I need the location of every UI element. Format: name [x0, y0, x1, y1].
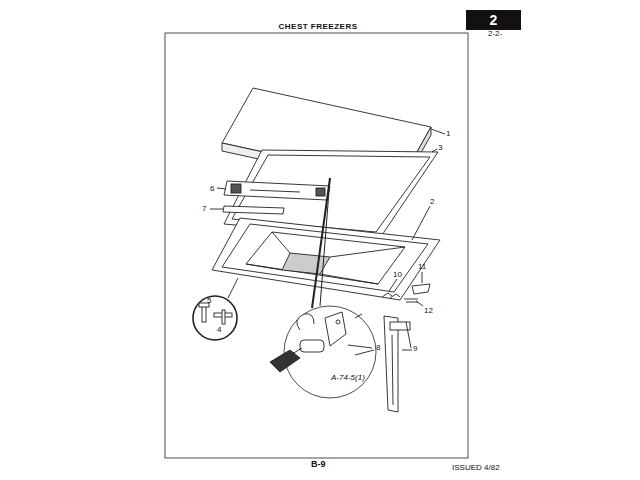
section-number: 2 [490, 12, 498, 28]
callout-number: 3 [438, 144, 442, 152]
callout-number: 2 [430, 198, 434, 206]
page-reference: 2-2- [488, 30, 502, 38]
callout-number: 5 [207, 297, 211, 305]
section-tab: 2 [466, 10, 521, 30]
issue-date: ISSUED 4/82 [452, 464, 500, 472]
callout-number: 8 [376, 344, 380, 352]
callout-number: 6 [210, 185, 214, 193]
callout-number: 7 [202, 205, 206, 213]
callout-number: 4 [217, 326, 221, 334]
drawing-reference: A-74-5(1) [331, 374, 365, 382]
page-number: B-9 [311, 460, 326, 469]
callout-number: 10 [393, 271, 402, 279]
page-title: CHEST FREEZERS [278, 22, 357, 31]
callout-number: 1 [446, 130, 450, 138]
callout-number: 9 [413, 345, 417, 353]
callout-number: 12 [424, 307, 433, 315]
callout-number: 11 [418, 263, 426, 271]
